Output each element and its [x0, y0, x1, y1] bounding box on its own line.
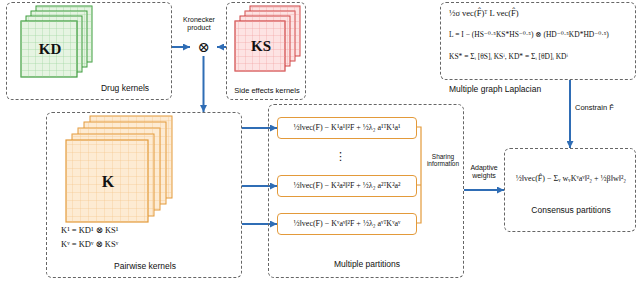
drug-kernels-panel: KD Drug kernels: [6, 2, 172, 100]
flow-arrow: [242, 127, 277, 129]
partition-formula-box: ½‖vec(F) − K¹a¹‖²F + ½λ₂ a¹ᵀK¹a¹: [277, 117, 417, 139]
matrix-symbol: KS: [251, 38, 271, 55]
panel-title: Pairwise kernels: [114, 262, 176, 272]
pairwise-kernels-panel: K K¹ = KD¹ ⊗ KS¹ Kᵛ = KDᵛ ⊗ KSᵛPairwise ke…: [46, 112, 242, 278]
side-effect-kernel-stack: [235, 6, 300, 71]
operation-label: Kronecker product: [173, 16, 225, 32]
flow-arrow: [203, 56, 205, 112]
edge-label: Constrain F̂: [575, 104, 615, 113]
partition-formula-box: ½‖vec(F) − K²a²‖²F + ½λ₂ a²ᵀK²a²: [277, 175, 417, 197]
formula: ½‖vec(F) − Kᵛaᵛ‖²F + ½λ₂ aᵛᵀKᵛaᵛ: [294, 219, 401, 228]
formula: KS* = Σᵢ [θS]ᵢ KSⁱ, KD* = Σᵢ [θD]ᵢ KDⁱ: [449, 53, 568, 62]
side-effects-panel: KS Side effects kernels: [226, 2, 306, 100]
formula: Kᵛ = KDᵛ ⊗ KSᵛ: [61, 240, 118, 250]
flow-arrow: [242, 185, 277, 187]
graph-laplacian-panel: ½σ vec(F̂)ᵀ L vec(F̂) L = I − (HS⁻⁰·⁵KS*H…: [440, 2, 636, 80]
flow-arrow: [217, 46, 226, 48]
formula: K¹ = KD¹ ⊗ KS¹: [61, 226, 118, 236]
flow-arrow: [464, 189, 504, 191]
pairwise-kernel-stack: [66, 116, 172, 222]
panel-title: Consensus partitions: [531, 206, 610, 216]
drug-kernel-stack: [21, 6, 92, 77]
ellipsis-mark: ⋮: [335, 150, 345, 163]
flow-arrow: [172, 46, 190, 48]
multiple-partitions-panel: ½‖vec(F) − K¹a¹‖²F + ½λ₂ a¹ᵀK¹a¹ ½‖vec(F)…: [268, 104, 464, 278]
flow-arrow: [242, 223, 277, 225]
formula: L = I − (HS⁻⁰·⁵KS*HS⁻⁰·⁵) ⊗ (HD⁻⁰·⁵KD*HD…: [449, 31, 609, 40]
matrix-symbol: KD: [39, 41, 62, 58]
kronecker-operator: ⊗: [190, 38, 217, 56]
panel-title: Multiple graph Laplacian: [449, 85, 541, 95]
formula: ½‖vec(F̂) − Σᵥ wᵥKᵛaᵛ‖²₂ + ½β‖w‖²₂: [516, 174, 626, 183]
consensus-panel: ½‖vec(F̂) − Σᵥ wᵥKᵛaᵛ‖²₂ + ½β‖w‖²₂ Consen…: [504, 148, 636, 232]
sharing-bracket: [416, 127, 421, 223]
panel-title: Side effects kernels: [234, 87, 299, 96]
formula: ½‖vec(F) − K¹a¹‖²F + ½λ₂ a¹ᵀK¹a¹: [293, 123, 400, 132]
matrix-symbol: K: [102, 173, 114, 191]
panel-title: Multiple partitions: [334, 260, 400, 270]
formula: ½‖vec(F) − K²a²‖²F + ½λ₂ a²ᵀK²a²: [293, 181, 400, 190]
panel-title: Drug kernels: [101, 84, 149, 94]
formula: ½σ vec(F̂)ᵀ L vec(F̂): [449, 9, 519, 19]
sharing-label: Sharing information: [423, 153, 463, 168]
partition-formula-box: ½‖vec(F) − Kᵛaᵛ‖²F + ½λ₂ aᵛᵀKᵛaᵛ: [277, 213, 417, 235]
flow-arrow: [569, 80, 571, 148]
edge-label: Adaptive weights: [465, 164, 503, 180]
operator-symbol: ⊗: [197, 39, 209, 56]
